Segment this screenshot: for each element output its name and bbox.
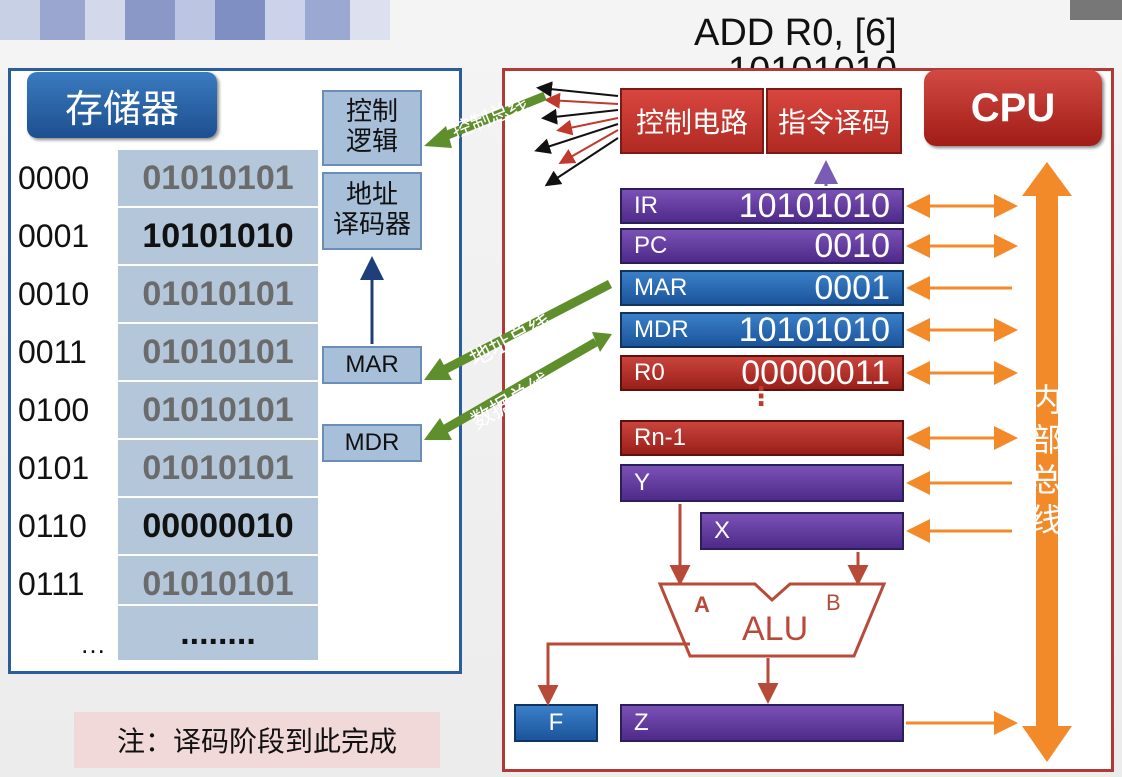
instruction-asm: ADD R0, [6] bbox=[694, 12, 897, 54]
cpu-title: CPU bbox=[924, 70, 1102, 146]
memory-cell: 01010101 bbox=[118, 380, 318, 438]
register-y-name: Y bbox=[634, 469, 651, 496]
memory-mar-box: MAR bbox=[322, 346, 422, 384]
memory-address: 0001 bbox=[18, 217, 90, 254]
register-f: F bbox=[514, 704, 598, 742]
memory-address: 0010 bbox=[18, 275, 90, 312]
internal-bus bbox=[1022, 162, 1072, 762]
register-f-name: F bbox=[548, 709, 564, 736]
register-mar-name: MAR bbox=[634, 274, 688, 301]
register-pc-value: 0010 bbox=[814, 226, 890, 265]
memory-address: 0000 bbox=[18, 159, 90, 196]
register-rn1-name: Rn-1 bbox=[634, 424, 687, 451]
register-z: Z bbox=[620, 704, 904, 742]
register-vdots: ⋮ bbox=[748, 382, 774, 412]
register-z-name: Z bbox=[634, 709, 649, 736]
instruction-decoder-box: 指令译码 bbox=[766, 88, 902, 154]
memory-ellipsis-cell: ........ bbox=[118, 604, 318, 660]
register-mdr-name: MDR bbox=[634, 316, 689, 343]
register-pc-name: PC bbox=[634, 232, 668, 259]
blurred-header bbox=[0, 0, 390, 44]
memory-cell: 00000010 bbox=[118, 496, 318, 554]
alu bbox=[657, 582, 887, 658]
memory-cell: 01010101 bbox=[118, 322, 318, 380]
register-ir-value: 10101010 bbox=[738, 186, 890, 225]
internal-bus-char-4: 线 bbox=[1029, 501, 1062, 539]
control-signal-lines bbox=[534, 81, 619, 187]
internal-bus-char-3: 总 bbox=[1029, 461, 1062, 499]
memory-address: 0100 bbox=[18, 391, 90, 428]
corner-logo bbox=[1070, 0, 1122, 20]
internal-bus-char-1: 内 bbox=[1029, 381, 1062, 419]
control-circuit-box: 控制电路 bbox=[620, 88, 764, 154]
address-decoder-box: 地址 译码器 bbox=[322, 172, 422, 250]
register-ir-name: IR bbox=[634, 192, 658, 219]
memory-mdr-box: MDR bbox=[322, 424, 422, 462]
register-r0: R0 00000011 bbox=[620, 353, 904, 392]
data-bus-label: 数据总线 bbox=[467, 369, 556, 435]
address-bus-arrow bbox=[424, 280, 613, 380]
internal-bus-char-2: 部 bbox=[1029, 421, 1062, 459]
memory-address: 0101 bbox=[18, 449, 90, 486]
register-ir: IR 10101010 bbox=[620, 186, 904, 225]
register-mdr: MDR 10101010 bbox=[620, 310, 904, 349]
memory-ellipsis-addr: … bbox=[80, 628, 106, 659]
register-x-name: X bbox=[714, 517, 731, 544]
register-y: Y bbox=[620, 464, 904, 502]
control-bus-arrow bbox=[424, 91, 547, 148]
control-bus-label: 控制总线 bbox=[448, 91, 531, 143]
alu-input-b: B bbox=[826, 590, 841, 615]
internal-bus-label: 内 部 总 线 bbox=[1026, 380, 1066, 540]
memory-cell: 01010101 bbox=[118, 264, 318, 322]
memory-address: 0011 bbox=[18, 333, 87, 370]
memory-address: 0111 bbox=[18, 565, 85, 602]
memory-cell: 10101010 bbox=[118, 206, 318, 264]
register-mar-value: 0001 bbox=[814, 268, 890, 307]
register-mdr-value: 10101010 bbox=[738, 310, 890, 349]
register-x: X bbox=[700, 512, 904, 550]
register-pc: PC 0010 bbox=[620, 226, 904, 265]
register-rn1: Rn-1 bbox=[620, 420, 904, 456]
register-r0-name: R0 bbox=[634, 359, 665, 386]
alu-label: ALU bbox=[742, 610, 808, 648]
address-bus-label: 地址总线 bbox=[466, 309, 555, 372]
memory-address: 0110 bbox=[18, 507, 87, 544]
register-bus-connectors bbox=[906, 194, 1018, 735]
memory-cell: 01010101 bbox=[118, 554, 318, 612]
register-r0-value: 00000011 bbox=[741, 353, 890, 392]
register-mar: MAR 0001 bbox=[620, 268, 904, 307]
control-logic-box: 控制 逻辑 bbox=[322, 90, 422, 166]
note-box: 注：译码阶段到此完成 bbox=[74, 712, 440, 768]
memory-title: 存储器 bbox=[27, 72, 217, 138]
data-bus-arrow bbox=[424, 332, 612, 440]
alu-input-a: A bbox=[694, 592, 710, 617]
memory-cell: 01010101 bbox=[118, 438, 318, 496]
alu-data-lines bbox=[537, 504, 869, 706]
memory-cell: 01010101 bbox=[118, 148, 318, 206]
